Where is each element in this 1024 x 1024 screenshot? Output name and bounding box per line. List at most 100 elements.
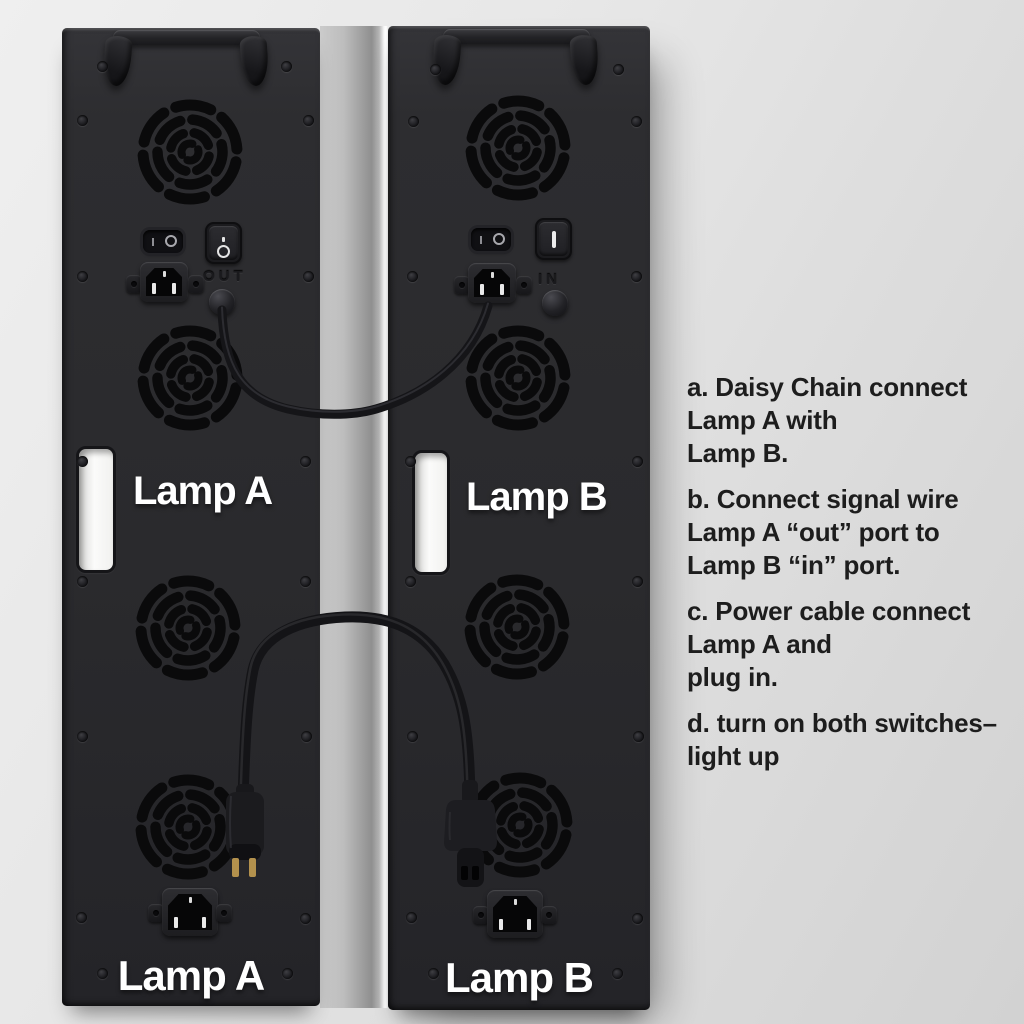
- panel-middle-label: Lamp B: [466, 475, 608, 519]
- fan-vent: [462, 322, 574, 434]
- screw: [77, 271, 88, 282]
- handle-bar: [443, 29, 590, 44]
- rocker-off-mark: [493, 233, 505, 245]
- inlet-body: [140, 262, 188, 302]
- screw-hole: [221, 910, 227, 916]
- screw: [76, 912, 87, 923]
- instruction-line: b. Connect signal wire: [687, 484, 959, 514]
- inlet-mount-ear: [516, 276, 532, 294]
- inlet-mount-ear: [216, 904, 232, 922]
- screw: [407, 731, 418, 742]
- instruction-line: light up: [687, 741, 780, 771]
- screw: [633, 731, 644, 742]
- panel-gap-background: [320, 26, 388, 1008]
- screw: [405, 456, 416, 467]
- port-label: IN: [538, 271, 561, 288]
- screw: [408, 116, 419, 127]
- screw: [77, 731, 88, 742]
- screw-hole: [459, 282, 465, 288]
- screw: [612, 968, 623, 979]
- lamp-a-panel: OUT Lamp A Lamp A: [62, 28, 320, 1006]
- rocker-on-mark: [480, 236, 482, 244]
- port-label: OUT: [203, 268, 247, 285]
- inlet-pin: [514, 899, 517, 905]
- screw-hole: [521, 282, 527, 288]
- inlet-pin: [189, 897, 192, 903]
- rocker-switch: [471, 228, 511, 251]
- inlet-body: [487, 890, 543, 938]
- screw: [77, 115, 88, 126]
- instruction-line: Lamp A “out” port to: [687, 517, 940, 547]
- screw: [428, 968, 439, 979]
- panel-bottom-label: Lamp A: [117, 952, 265, 999]
- hanging-slot: [412, 450, 450, 575]
- screw: [282, 968, 293, 979]
- fan-vent: [464, 769, 576, 881]
- power-button: [535, 218, 572, 260]
- instruction-text-block: a. Daisy Chain connect Lamp A with Lamp …: [687, 371, 1022, 786]
- instruction-line: c. Power cable connect: [687, 596, 971, 626]
- screw: [632, 456, 643, 467]
- inlet-mount-ear: [126, 275, 142, 293]
- handle-foot-right: [239, 35, 270, 87]
- power-on-bar: [551, 231, 556, 248]
- instruction-line: Lamp B “in” port.: [687, 550, 901, 580]
- screw-hole: [131, 281, 137, 287]
- screw: [405, 576, 416, 587]
- panel-bottom-label: Lamp B: [444, 954, 594, 1001]
- fan-vent: [134, 96, 246, 208]
- rocker-on-mark: [152, 238, 154, 246]
- inlet-pin: [202, 917, 206, 928]
- rocker-off-mark: [165, 235, 177, 247]
- instruction-line: Lamp A and: [687, 629, 832, 659]
- signal-port-knob: [209, 289, 235, 315]
- rocker-switch: [143, 230, 183, 253]
- inlet-pin: [491, 272, 494, 278]
- panel-middle-label: Lamp A: [133, 469, 273, 513]
- inlet-mount-ear: [541, 906, 557, 924]
- ac-inlet-top: [454, 263, 532, 311]
- screw: [632, 576, 643, 587]
- screw: [613, 64, 624, 75]
- screw: [430, 64, 441, 75]
- standby-dash: [222, 237, 225, 242]
- inlet-body: [468, 263, 516, 303]
- fan-vent: [132, 572, 244, 684]
- ac-inlet-bottom: [148, 888, 232, 936]
- inlet-pin: [152, 283, 156, 294]
- screw: [77, 456, 88, 467]
- inlet-pin: [174, 917, 178, 928]
- inlet-pin: [172, 283, 176, 294]
- handle-foot-left: [431, 34, 462, 86]
- fan-vent: [134, 322, 246, 434]
- screw-hole: [478, 912, 484, 918]
- hanging-slot: [76, 446, 116, 573]
- inlet-mount-ear: [148, 904, 164, 922]
- inlet-pin: [527, 919, 531, 930]
- handle-foot-right: [569, 34, 600, 86]
- instruction-line: d. turn on both switches–: [687, 708, 997, 738]
- instruction-line: Lamp B.: [687, 438, 789, 468]
- inlet-pin: [499, 919, 503, 930]
- screw: [632, 913, 643, 924]
- screw: [300, 456, 311, 467]
- screw: [303, 115, 314, 126]
- standby-ring: [216, 245, 230, 258]
- handle-foot-left: [102, 35, 133, 87]
- instruction-line: a. Daisy Chain connect: [687, 372, 968, 402]
- ac-inlet-bottom: [473, 890, 557, 938]
- inlet-mount-ear: [188, 275, 204, 293]
- instruction-step-b: b. Connect signal wire Lamp A “out” port…: [687, 483, 1022, 582]
- instruction-step-c: c. Power cable connect Lamp A and plug i…: [687, 595, 1022, 694]
- screw: [407, 271, 418, 282]
- instruction-line: plug in.: [687, 662, 778, 692]
- fan-vent: [132, 771, 244, 883]
- standby-symbol-icon: [209, 226, 238, 260]
- screw: [301, 731, 312, 742]
- screw: [97, 61, 108, 72]
- screw-hole: [153, 910, 159, 916]
- power-button: [205, 222, 242, 264]
- screw: [303, 271, 314, 282]
- inlet-pin: [500, 284, 504, 295]
